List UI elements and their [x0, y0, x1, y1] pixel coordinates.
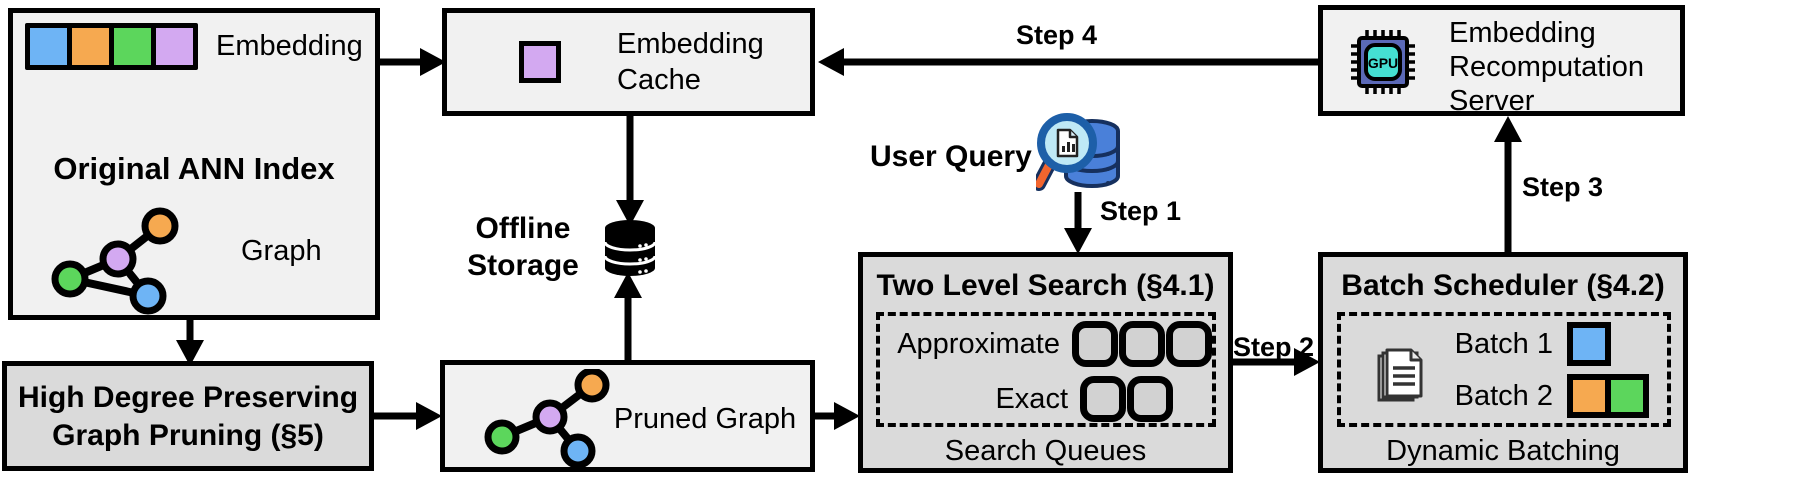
high-degree-line2: Graph Pruning (§5) — [52, 419, 324, 452]
dynamic-batching-label: Dynamic Batching — [1386, 435, 1620, 467]
queue-slot — [1119, 321, 1165, 367]
batch1-label: Batch 1 — [1454, 327, 1553, 360]
ann-index-title: Original ANN Index — [53, 151, 335, 186]
embedding-cell-green — [114, 28, 151, 65]
step4-label: Step 4 — [1016, 20, 1098, 50]
offline-storage-label: Offline Storage — [448, 210, 598, 284]
embedding-cache-label-line2: Cache — [617, 64, 701, 96]
server-label-line1: Embedding — [1449, 17, 1596, 49]
user-query-label: User Query — [870, 140, 1032, 173]
offline-storage-line2: Storage — [467, 249, 579, 282]
approximate-queue-row: Approximate — [880, 321, 1212, 367]
original-ann-index-box: Embedding Original ANN Index Graph — [8, 8, 380, 320]
embedding-label: Embedding — [216, 30, 363, 62]
exact-queue-row: Exact — [880, 376, 1212, 422]
pruned-graph-label: Pruned Graph — [613, 403, 797, 435]
embedding-cell-purple — [156, 28, 193, 65]
cached-embedding-icon — [519, 41, 561, 83]
batch2-label: Batch 2 — [1454, 379, 1553, 412]
graph-label: Graph — [241, 235, 322, 267]
documents-icon — [1377, 348, 1423, 402]
queue-slot — [1166, 321, 1212, 367]
queue-slot — [1072, 321, 1118, 367]
pruned-graph-icon — [484, 369, 610, 467]
pruned-graph-box: Pruned Graph — [440, 360, 815, 472]
step3-label: Step 3 — [1522, 172, 1604, 202]
gpu-text: GPU — [1368, 55, 1398, 71]
batch2-item-orange — [1567, 374, 1611, 418]
embedding-vector-icon — [25, 23, 198, 70]
batch1-item-blue — [1567, 322, 1611, 366]
batch1-row: Batch 1 — [1455, 322, 1657, 366]
server-label-line3: Server — [1449, 85, 1535, 117]
batch1-squares — [1567, 322, 1657, 366]
two-level-search-title: Two Level Search (§4.1) — [876, 269, 1215, 302]
search-queues-label: Search Queues — [944, 435, 1147, 467]
database-icon — [603, 220, 657, 276]
batch-scheduler-box: Batch Scheduler (§4.2) Batch 1 Batch 2 — [1318, 252, 1688, 473]
queue-slot — [1080, 376, 1126, 422]
embedding-cell-orange — [72, 28, 109, 65]
approximate-label: Approximate — [897, 327, 1060, 360]
embedding-cell-blue — [30, 28, 67, 65]
two-level-search-box: Two Level Search (§4.1) Approximate Exac… — [858, 252, 1233, 473]
offline-storage-line1: Offline — [475, 212, 571, 245]
batch-scheduler-title: Batch Scheduler (§4.2) — [1341, 269, 1665, 302]
dynamic-batching-dashed-box: Batch 1 Batch 2 — [1337, 312, 1671, 427]
server-label-line2: Recomputation — [1449, 51, 1645, 83]
queue-slot — [1127, 376, 1173, 422]
recomputation-server-box: GPU Embedding Recomputation Server — [1318, 5, 1685, 117]
batch2-squares — [1567, 374, 1657, 418]
graph-icon — [51, 207, 179, 315]
exact-queues — [1080, 376, 1173, 422]
step1-label: Step 1 — [1100, 196, 1182, 226]
embedding-cache-box: Embedding Cache — [442, 8, 815, 116]
approximate-queues — [1072, 321, 1212, 367]
batch2-row: Batch 2 — [1455, 374, 1657, 418]
high-degree-line1: High Degree Preserving — [17, 381, 359, 414]
gpu-icon: GPU — [1351, 30, 1415, 94]
high-degree-pruning-box: High Degree Preserving Graph Pruning (§5… — [2, 361, 374, 471]
embedding-cache-label-line1: Embedding — [617, 28, 764, 60]
user-query-icon — [1036, 113, 1120, 191]
search-queues-dashed-box: Approximate Exact — [876, 312, 1216, 427]
batch2-item-green — [1605, 374, 1649, 418]
exact-label: Exact — [995, 382, 1068, 415]
